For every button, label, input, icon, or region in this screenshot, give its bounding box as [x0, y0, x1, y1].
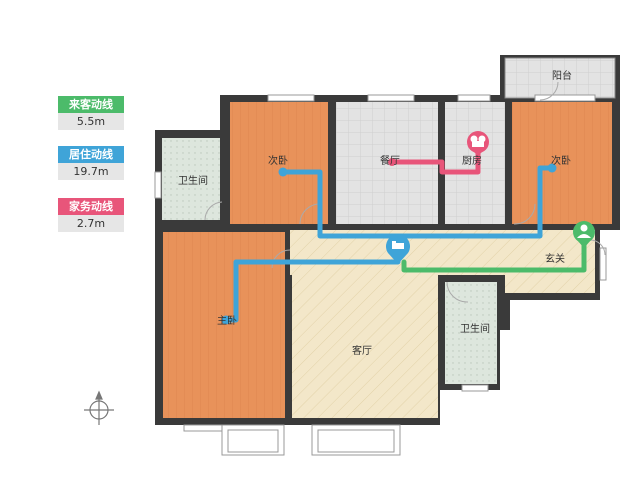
- bathroom-right-floor: [445, 282, 497, 384]
- bedroom-top-left-floor: [230, 102, 328, 224]
- legend-chores-value: 2.7m: [58, 215, 124, 232]
- chores-route: [389, 149, 481, 175]
- room-label-bathroom-right: 卫生间: [460, 322, 490, 335]
- legend-guest-label: 来客动线: [58, 96, 124, 113]
- room-label-living-room: 客厅: [352, 344, 372, 357]
- room-label-bedroom-top-left: 次卧: [268, 154, 288, 167]
- route-end-dot: [221, 315, 231, 325]
- room-label-entrance: 玄关: [545, 252, 565, 265]
- route-end-dot: [388, 158, 396, 166]
- room-label-balcony: 阳台: [552, 69, 572, 82]
- bay-windows: [221, 424, 401, 456]
- legend-guest-value: 5.5m: [58, 113, 124, 130]
- guest-person-icon: [573, 221, 595, 248]
- route-start-dot: [278, 167, 288, 177]
- bedroom-top-right-floor: [512, 102, 612, 224]
- legend-living-value: 19.7m: [58, 163, 124, 180]
- bathroom-left-floor: [162, 138, 220, 220]
- legend-living-label: 居住动线: [58, 146, 124, 163]
- compass-icon: [84, 390, 114, 425]
- room-label-bedroom-top-right: 次卧: [551, 154, 571, 167]
- living-room-floor: [292, 275, 438, 418]
- living-route: [223, 165, 555, 323]
- room-label-bathroom-left: 卫生间: [178, 174, 208, 187]
- room-label-kitchen: 厨房: [462, 154, 482, 167]
- route-end-dot: [547, 163, 557, 173]
- bed-icon: [385, 234, 411, 264]
- guest-route: [401, 241, 587, 273]
- room-label-master-bedroom: 主卧: [217, 314, 237, 327]
- legend-guest: 来客动线 5.5m: [58, 96, 124, 130]
- legend-chores-label: 家务动线: [58, 198, 124, 215]
- balcony-area: [505, 58, 615, 98]
- legend-chores: 家务动线 2.7m: [58, 198, 124, 232]
- kitchen-floor: [445, 102, 505, 224]
- chef-hat-icon: [467, 131, 489, 156]
- room-label-dining: 餐厅: [380, 154, 400, 167]
- legend-living: 居住动线 19.7m: [58, 146, 124, 180]
